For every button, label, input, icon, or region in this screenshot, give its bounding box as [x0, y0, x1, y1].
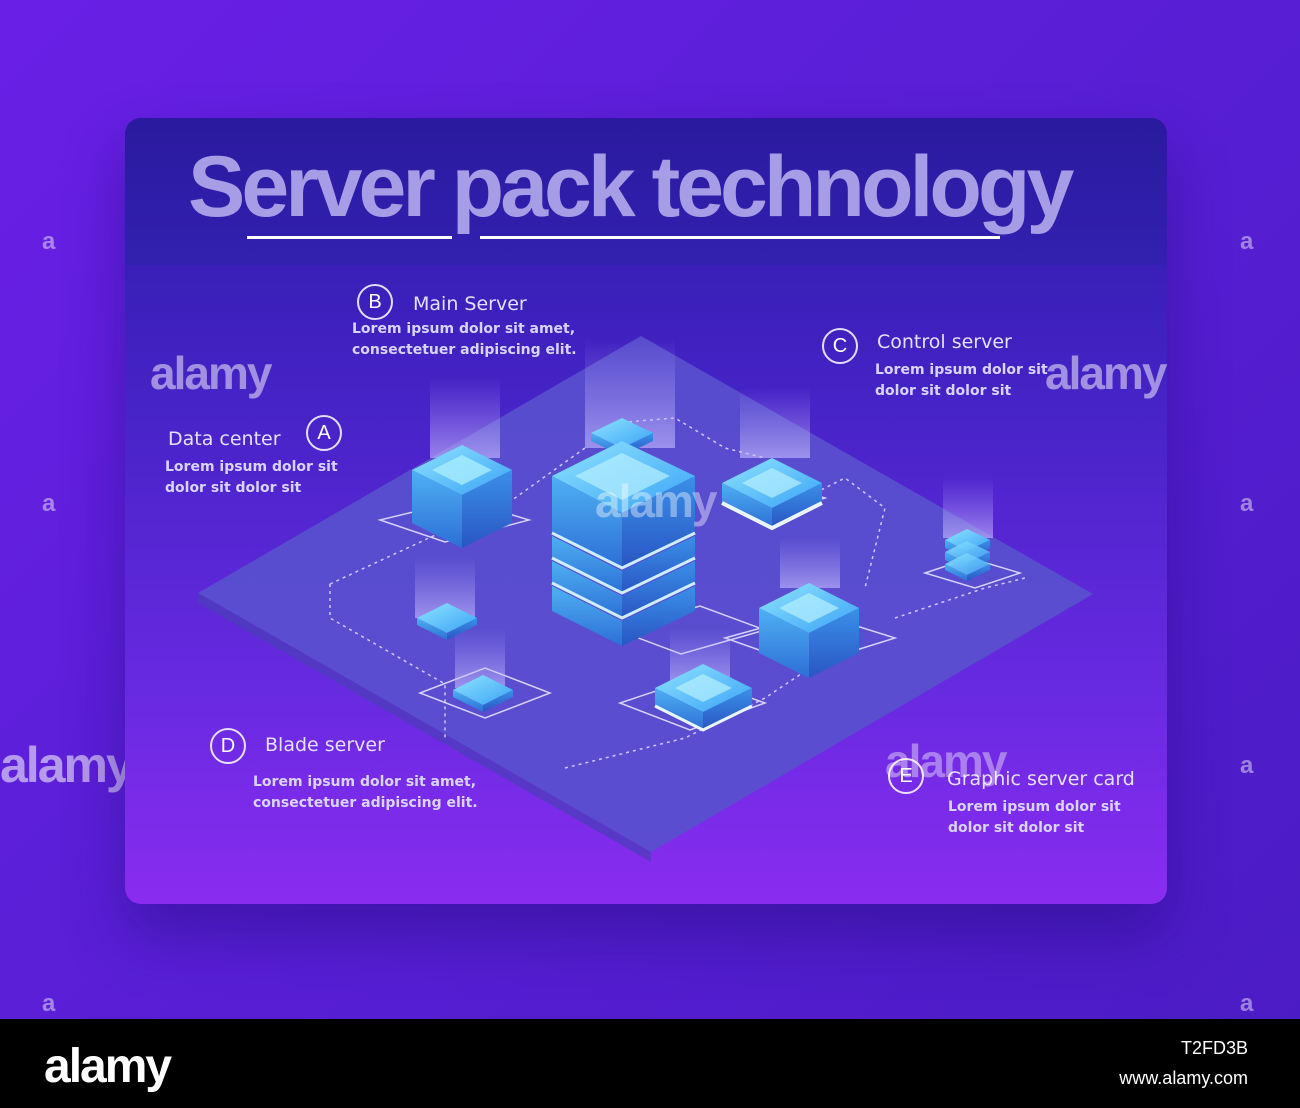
badge-e: E: [888, 758, 924, 794]
badge-a: A: [306, 415, 342, 451]
server-graphic-card: [759, 583, 859, 678]
server-blade-tile-2: [453, 675, 513, 712]
watermark-glyph: a: [1240, 990, 1254, 1017]
label-control-server-desc-2: dolor sit dolor sit: [875, 383, 1012, 399]
page-title: Server pack technology: [188, 139, 1074, 235]
label-graphic-card-desc-2: dolor sit dolor sit: [948, 820, 1085, 836]
label-data-center-desc-2: dolor sit dolor sit: [165, 480, 302, 496]
watermark-logo: alamy: [0, 737, 134, 793]
server-main: [551, 441, 696, 646]
label-main-server-title: Main Server: [413, 293, 527, 315]
footer-image-id: T2FD3B: [1180, 1038, 1248, 1058]
server-control: [721, 458, 823, 531]
watermark-glyph: a: [1240, 490, 1254, 517]
watermark-logo: alamy: [150, 347, 272, 399]
watermark-logo: alamy: [595, 475, 717, 527]
footer-site: www.alamy.com: [1119, 1068, 1248, 1088]
server-blade-tile-1: [417, 603, 477, 640]
badge-d: D: [210, 728, 246, 764]
server-small-stack: [945, 529, 990, 581]
label-blade-server-title: Blade server: [265, 734, 385, 756]
watermark-glyph: a: [1240, 228, 1254, 255]
label-graphic-card-title: Graphic server card: [947, 768, 1135, 790]
watermark-glyph: a: [42, 228, 56, 255]
label-blade-server-desc-2: consectetuer adipiscing elit.: [253, 795, 478, 811]
label-control-server-desc-1: Lorem ipsum dolor sit: [875, 362, 1048, 378]
label-data-center-title: Data center: [168, 428, 281, 450]
label-control-server-title: Control server: [877, 331, 1012, 353]
card-header: [125, 118, 1167, 265]
footer-bar: alamy T2FD3B www.alamy.com: [0, 1019, 1300, 1108]
server-diagram: [198, 336, 1093, 862]
label-data-center-desc-1: Lorem ipsum dolor sit: [165, 459, 338, 475]
label-blade-server-desc-1: Lorem ipsum dolor sit amet,: [253, 774, 477, 790]
label-main-server-desc-1: Lorem ipsum dolor sit amet,: [352, 321, 576, 337]
title-underline: [247, 236, 452, 239]
infographic-card: Server pack technology: [125, 118, 1167, 904]
badge-c: C: [822, 328, 858, 364]
watermark-glyph: a: [1240, 752, 1254, 779]
server-data-center: [412, 445, 512, 548]
label-main-server-desc-2: consectetuer adipiscing elit.: [352, 342, 577, 358]
badge-b: B: [357, 284, 393, 320]
server-bottom: [654, 664, 753, 732]
title-underline: [480, 236, 1000, 239]
watermark-glyph: a: [42, 490, 56, 517]
footer-image-info: T2FD3B www.alamy.com: [1119, 1033, 1248, 1093]
watermark-logo: alamy: [885, 735, 1007, 787]
footer-logo: alamy: [44, 1040, 172, 1093]
watermark-logo: alamy: [1045, 347, 1167, 399]
watermark-glyph: a: [42, 990, 56, 1017]
label-graphic-card-desc-1: Lorem ipsum dolor sit: [948, 799, 1121, 815]
